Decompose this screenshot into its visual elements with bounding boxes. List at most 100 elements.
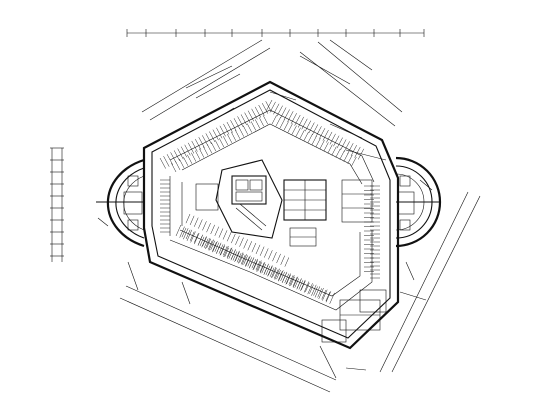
parking-stall-divider [206,238,211,249]
parking-stall-divider [276,253,281,264]
annotation-mark [195,73,241,99]
parking-stall-divider [226,121,233,133]
parking-stall-divider [203,238,209,248]
parking-stall-divider [287,111,294,122]
parking-stall-divider [255,244,261,255]
parking-stall-divider [191,152,197,162]
annotation-mark [319,345,337,379]
parking-stall-divider [227,133,233,143]
parking-stall-divider [347,154,353,164]
parking-stall-divider [311,135,317,146]
parking-stall-divider [187,142,195,154]
parking-stall-divider [175,160,181,171]
parking-stall-divider [237,252,244,264]
parking-stall-divider [283,121,289,131]
parking-stall-divider [323,142,329,152]
parking-stall-divider [271,115,277,125]
parking-stall-divider [315,138,321,148]
parking-stall-divider [315,126,322,138]
left-rotunda [96,158,145,248]
parking-stall-divider [198,137,205,148]
parking-stall-divider [280,271,285,282]
parking-stall-divider [219,138,225,148]
annotation-mark [127,261,139,291]
parking-stall-divider [268,266,273,276]
parking-stall-divider [279,119,285,129]
parking-stall-divider [284,273,290,283]
parking-stall-divider [309,284,314,294]
parking-stall-divider [262,115,268,125]
parking-stall-divider [251,108,258,120]
right-rotunda [395,156,442,248]
parking-stall-divider [284,257,290,267]
parking-stall-divider [255,260,261,271]
parking-stall-divider [202,237,207,247]
parking-stall-divider [190,231,196,243]
parking-stall-divider [212,129,219,141]
parking-stall-divider [254,119,261,129]
annotation-mark [299,55,351,85]
parking-stall-divider [308,122,315,134]
parking-stall-divider [252,258,258,271]
parking-stall-divider [191,140,198,152]
parking-stall-divider [303,131,309,141]
annotation-mark [181,281,191,305]
parking-stall-divider [278,270,284,282]
parking-stall-divider [253,260,258,270]
parking-stall-divider [343,141,350,153]
parking-stall-divider [331,146,337,156]
parking-stall-divider [208,240,213,250]
parking-stall-divider [335,148,341,158]
parking-stall-divider [326,131,333,143]
annotation-mark [185,65,233,89]
parking-stall-divider [223,123,230,135]
parking-stall-divider [180,146,188,158]
parking-stall-divider [290,113,297,124]
parking-stall-divider [198,219,203,229]
parking-stall-divider [246,123,253,133]
parking-stall-divider [298,280,304,290]
parking-stall-divider [226,248,232,258]
parking-stall-divider [184,144,191,156]
parking-stall-divider [223,135,229,146]
parking-stall-divider [305,282,310,293]
parking-stall-divider [216,243,221,254]
parking-stall-divider [205,237,211,250]
parking-stall-divider [219,125,226,137]
top-dimension-line [126,29,425,37]
parking-stall-divider [266,99,273,111]
parking-stall-divider [198,235,203,245]
parking-stall-divider [202,221,207,231]
parking-stall-divider [220,245,225,256]
parking-stall-divider [195,138,202,150]
parking-stall-divider [239,253,244,263]
parking-stall-divider [209,131,216,143]
parking-stall-divider [322,289,328,301]
parking-stall-divider [354,146,361,158]
parking-stall-divider [329,133,336,145]
parking-stall-divider [226,232,232,242]
parking-stall-divider [214,226,220,236]
parking-stall-divider [231,233,236,244]
annotation-mark [213,107,235,121]
parking-stall-divider [236,253,242,263]
parking-stall-divider [340,139,347,151]
parking-stall-divider [268,250,273,260]
parking-stall-divider [254,106,262,118]
parking-stall-divider [269,101,276,113]
parking-stall-divider [318,287,324,300]
parking-stall-divider [195,150,201,160]
parking-stall-divider [304,120,312,132]
parking-stall-divider [273,103,280,115]
parking-stall-divider [313,286,318,296]
parking-stall-divider [243,255,248,265]
parking-stall-divider [215,140,221,150]
parking-stall-divider [300,279,306,292]
parking-stall-divider [199,236,205,247]
parking-stall-divider [185,213,191,224]
parking-stall-divider [186,229,193,241]
parking-stall-divider [273,269,279,279]
parking-stall-divider [240,254,246,265]
parking-stall-divider [210,240,216,251]
